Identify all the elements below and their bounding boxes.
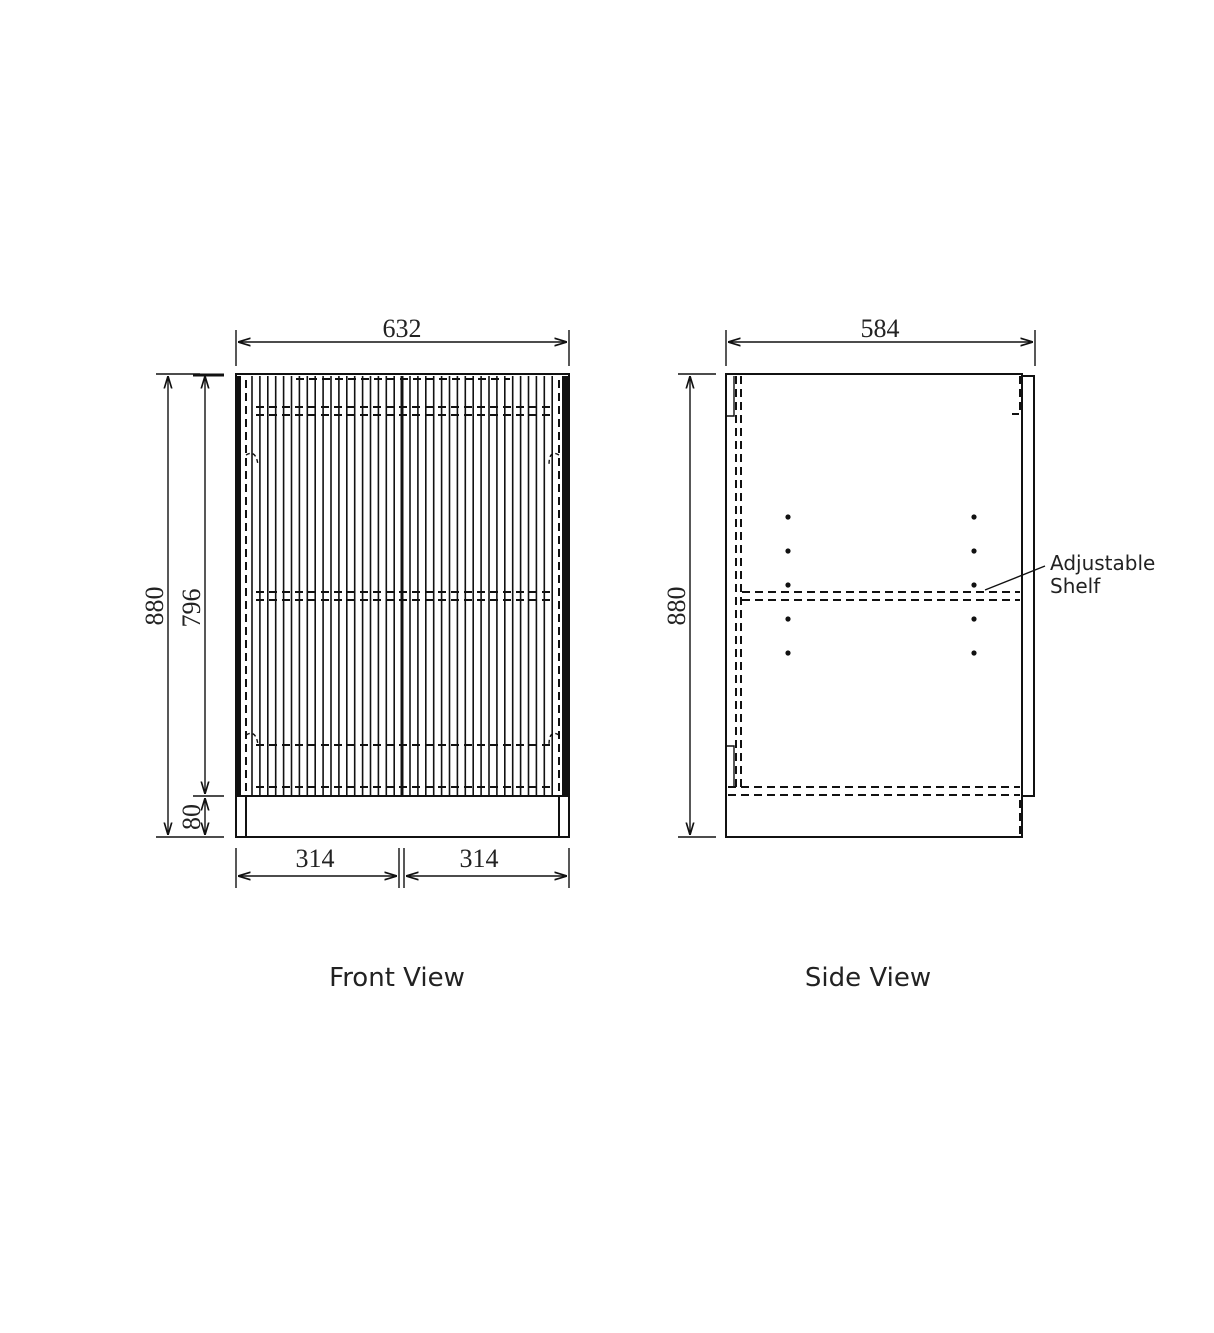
height-dimension: 880 [140,587,169,626]
pin-hole [971,514,977,520]
plinth-dimension: 80 [177,804,206,830]
side-view: Adjustable Shelf 584 880 Side View [662,314,1155,993]
annotation-shelf: Shelf [1050,574,1101,598]
door-slats [251,376,554,796]
side-height-dimension: 880 [662,587,691,626]
front-view-title: Front View [329,963,465,993]
pin-hole [785,650,791,656]
door-left-dimension: 314 [296,844,335,873]
pin-hole [785,582,791,588]
side-view-title: Side View [805,963,931,993]
annotation-adjustable: Adjustable [1050,551,1155,575]
front-view: 632 880 796 80 314 314 Front View [140,314,570,993]
side-outline [725,373,1023,838]
door-height-dimension: 796 [177,589,206,628]
pin-hole [785,548,791,554]
width-dimension: 632 [383,314,422,343]
door-right-dimension: 314 [460,844,499,873]
pin-hole [971,616,977,622]
shelf-pin-holes [785,514,977,656]
pin-hole [785,514,791,520]
left-edge-panel [236,376,241,796]
pin-hole [785,616,791,622]
pin-hole [971,650,977,656]
depth-dimension: 584 [861,314,900,343]
hidden-front-edge [1012,376,1021,836]
back-notch [726,376,735,786]
right-edge-panel [562,376,569,796]
hinge-marks [245,452,560,746]
pin-hole [971,582,977,588]
pin-hole [971,548,977,554]
leader-line [984,565,1046,591]
door-profile [1021,375,1035,797]
